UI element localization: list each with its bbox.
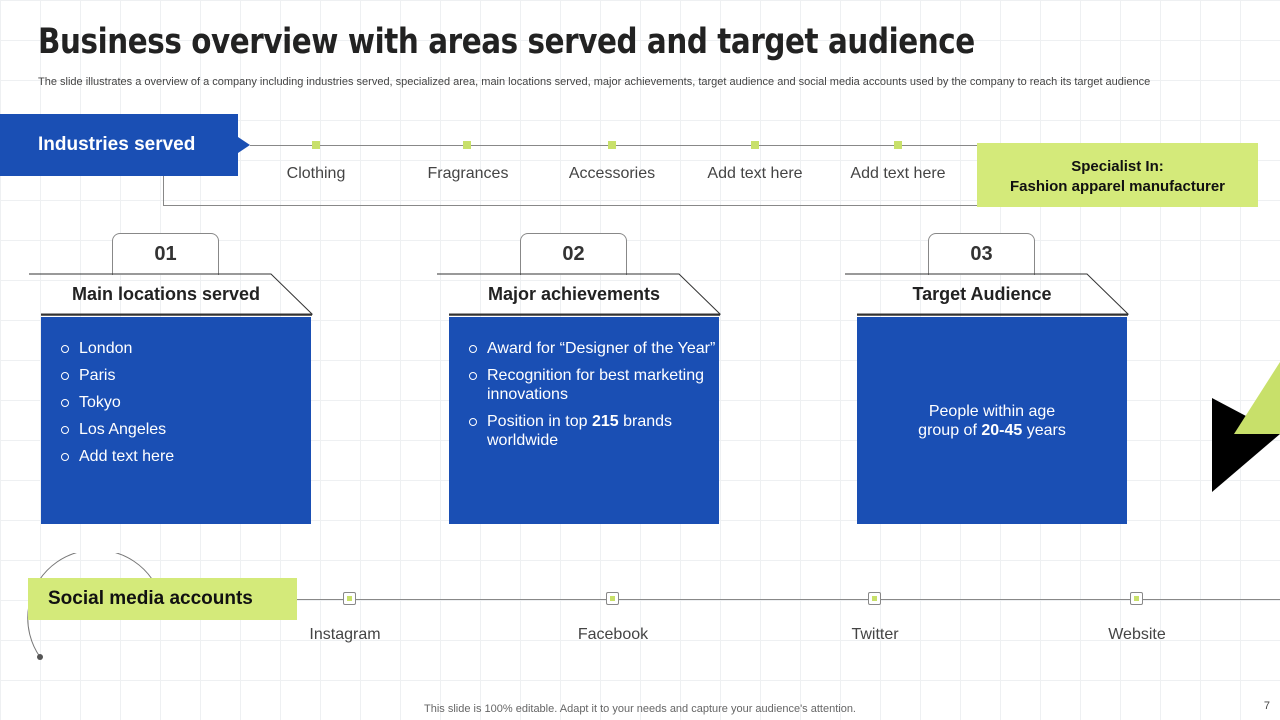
- specialist-text: Fashion apparel manufacturer: [1009, 178, 1226, 195]
- industry-marker: [463, 141, 471, 149]
- industry-item-accessories: Accessories: [568, 165, 656, 182]
- card-header-shape: [437, 273, 721, 316]
- social-item-facebook: Facebook: [577, 626, 649, 643]
- industries-connector-bottom: [163, 205, 978, 206]
- achievement-item: Recognition for best marketing innovatio…: [469, 366, 719, 404]
- footer-note: This slide is 100% editable. Adapt it to…: [424, 703, 856, 715]
- card-title-locations: Main locations served: [71, 284, 261, 304]
- social-item-website: Website: [1108, 626, 1166, 643]
- social-connector: [297, 599, 1280, 600]
- industries-connector-left: [163, 176, 164, 206]
- social-marker: [606, 592, 619, 605]
- card-body-locations: London Paris Tokyo Los Angeles Add text …: [41, 317, 311, 524]
- location-item: London: [61, 339, 311, 358]
- social-marker: [1130, 592, 1143, 605]
- location-item: Add text here: [61, 447, 311, 466]
- page-number: 7: [1263, 700, 1270, 712]
- decorative-triangles-icon: [1212, 362, 1280, 492]
- social-media-banner: Social media accounts: [28, 578, 297, 620]
- achievement-item: Award for “Designer of the Year”: [469, 339, 719, 358]
- social-item-twitter: Twitter: [851, 626, 899, 643]
- industry-marker: [751, 141, 759, 149]
- specialist-heading: Specialist In:: [1071, 158, 1164, 175]
- card-number-03: 03: [928, 233, 1035, 275]
- card-title-target-audience: Target Audience: [912, 284, 1052, 304]
- industries-served-banner: Industries served: [0, 114, 238, 176]
- card-body-achievements: Award for “Designer of the Year” Recogni…: [449, 317, 719, 524]
- industry-item-clothing: Clothing: [286, 165, 346, 182]
- card-title-achievements: Major achievements: [487, 284, 661, 304]
- specialist-box: Specialist In: Fashion apparel manufactu…: [977, 143, 1258, 207]
- card-number-02: 02: [520, 233, 627, 275]
- card-header-shape: [845, 273, 1129, 316]
- achievement-item: Position in top 215 brands worldwide: [469, 412, 719, 450]
- social-item-instagram: Instagram: [309, 626, 381, 643]
- card-number-01: 01: [112, 233, 219, 275]
- industry-marker: [894, 141, 902, 149]
- card-header-shape: [29, 273, 313, 316]
- location-item: Tokyo: [61, 393, 311, 412]
- location-item: Los Angeles: [61, 420, 311, 439]
- social-marker: [868, 592, 881, 605]
- decorative-arc-icon: [27, 553, 153, 660]
- location-item: Paris: [61, 366, 311, 385]
- industry-item-placeholder-1: Add text here: [707, 165, 803, 182]
- target-audience-text: People within age group of 20-45 years: [918, 402, 1066, 439]
- slide-subtitle: The slide illustrates a overview of a co…: [38, 76, 1151, 88]
- industry-marker: [608, 141, 616, 149]
- card-body-target-audience: People within age group of 20-45 years: [857, 317, 1127, 524]
- slide-title: Business overview with areas served and …: [38, 22, 975, 62]
- industry-marker: [312, 141, 320, 149]
- social-marker: [343, 592, 356, 605]
- industry-item-placeholder-2: Add text here: [850, 165, 946, 182]
- industries-arrow-icon: [238, 137, 250, 153]
- industry-item-fragrances: Fragrances: [427, 165, 509, 182]
